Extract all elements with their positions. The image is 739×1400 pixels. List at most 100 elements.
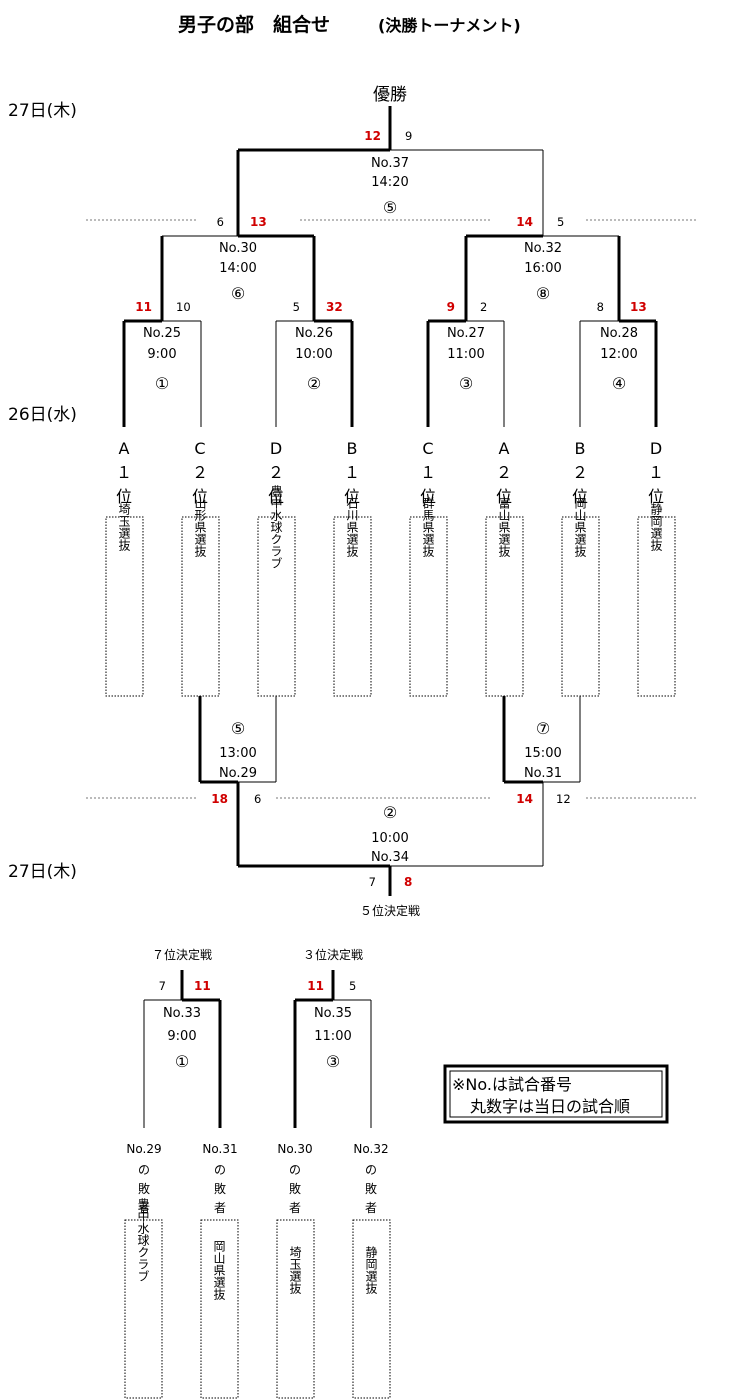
note-frame [443,1064,669,1124]
loser-label: 敗 [289,1181,301,1196]
team-box [409,516,448,697]
score-33-right: 11 [194,979,211,993]
match-30-order: ⑥ [231,284,245,303]
team-name: 静岡選抜 [364,1246,378,1295]
score-30-right: 13 [250,215,267,229]
loser-labels: No.29 の 敗 者 No.31 の 敗 者 No.30 の 敗 者 No.3… [126,1142,388,1215]
note-line-1: ※No.は試合番号 [452,1075,572,1094]
score-34-left: 18 [211,792,228,806]
loser-label: の [138,1163,150,1177]
score-37-right: 9 [405,129,412,143]
match-25-number: No.25 [143,326,181,341]
seed-label: ２ [268,463,284,482]
match-31-time: 15:00 [524,746,561,761]
seed-label: 位 [268,487,284,506]
score-34-bottom-left: 7 [369,875,376,889]
score-28-left: 8 [597,300,604,314]
team-name: 群馬県選抜 [421,497,435,558]
seed-label: １ [420,463,436,482]
team-name: 岡山県選抜 [212,1240,226,1301]
match-30-time: 14:00 [219,261,256,276]
match-37-number: No.37 [371,156,409,171]
match-32-order: ⑧ [536,284,550,303]
loser-label: 敗 [365,1181,377,1196]
seed-label: ２ [572,463,588,482]
match-27-time: 11:00 [447,347,484,362]
match-29-number: No.29 [219,766,257,781]
day-label-27-top: 27日(木) [8,101,77,121]
loser-label: の [365,1163,377,1177]
seed-label: 位 [648,487,664,506]
score-26-right: 32 [326,300,343,314]
match-35-order: ③ [326,1052,340,1071]
seed-label: ２ [496,463,512,482]
match-33-order: ① [175,1052,189,1071]
team-name: 富山県選抜 [497,496,511,558]
seed-label: A [119,439,130,458]
team-name: 埼玉選抜 [288,1246,302,1295]
seed-label: 位 [116,487,132,506]
day-label-26: 26日(水) [8,405,77,425]
team-name: 静岡選抜 [649,503,663,552]
seventh-place-label: ７位決定戦 [152,947,212,962]
match-34-time: 10:00 [371,831,408,846]
score-34-right: 6 [254,792,261,806]
loser-label: 者 [214,1201,226,1215]
match-37-order: ⑤ [383,198,397,217]
match-27-order: ③ [459,374,473,393]
team-name: 豊中水球クラブ [136,1198,150,1282]
loser-match-number: No.30 [277,1142,312,1156]
seed-label: 位 [192,487,208,506]
third-place-label: ３位決定戦 [303,947,363,962]
team-box [333,516,372,697]
match-28-time: 12:00 [600,347,637,362]
loser-label: 者 [365,1201,377,1215]
score-32-left: 14 [516,215,533,229]
loser-label: 敗 [138,1181,150,1196]
match-29-time: 13:00 [219,746,256,761]
match-35-number: No.35 [314,1006,352,1021]
team-box [561,516,600,697]
match-25-time: 9:00 [147,347,176,362]
seed-label: １ [116,463,132,482]
match-31-order: ⑦ [536,719,550,738]
seed-label: 位 [572,487,588,506]
seed-label: 位 [344,487,360,506]
score-30-left: 6 [217,215,224,229]
team-box [276,1219,315,1399]
team-boxes: 埼玉選抜 山形県選抜 豊中水球クラブ 石川県選抜 群馬県選抜 富山県選抜 岡山県… [105,485,676,697]
seed-label: B [347,439,358,458]
seed-label: B [575,439,586,458]
team-name: 岡山県選抜 [573,497,587,558]
loser-label: 敗 [214,1181,226,1196]
score-27-left: 9 [447,300,455,314]
note-line-2: 丸数字は当日の試合順 [470,1097,630,1116]
loser-label: の [289,1163,301,1177]
seed-label: D [270,439,282,458]
match-34-number: No.34 [371,850,409,865]
match-32-time: 16:00 [524,261,561,276]
loser-match-number: No.29 [126,1142,161,1156]
match-25-order: ① [155,374,169,393]
match-28-number: No.28 [600,326,638,341]
score-35-right: 5 [349,979,356,993]
score-26-left: 5 [293,300,300,314]
team-name: 豊中水球クラブ [269,485,283,569]
score-34-bottom-right: 8 [404,875,412,889]
match-26-order: ② [307,374,321,393]
team-box [200,1219,239,1399]
team-name: 埼玉選抜 [117,503,131,552]
seed-label: 位 [420,487,436,506]
match-26-time: 10:00 [295,347,332,362]
seed-label: C [194,439,205,458]
score-34-left2: 14 [516,792,533,806]
team-box [485,516,524,697]
loser-label: 者 [138,1201,150,1215]
score-34-right2: 12 [556,792,571,806]
score-35-left: 11 [307,979,324,993]
seed-label: D [650,439,662,458]
fifth-place-label: ５位決定戦 [360,903,420,918]
team-name: 石川県選抜 [345,497,359,558]
champion-label: 優勝 [373,85,407,105]
score-32-right: 5 [557,215,564,229]
